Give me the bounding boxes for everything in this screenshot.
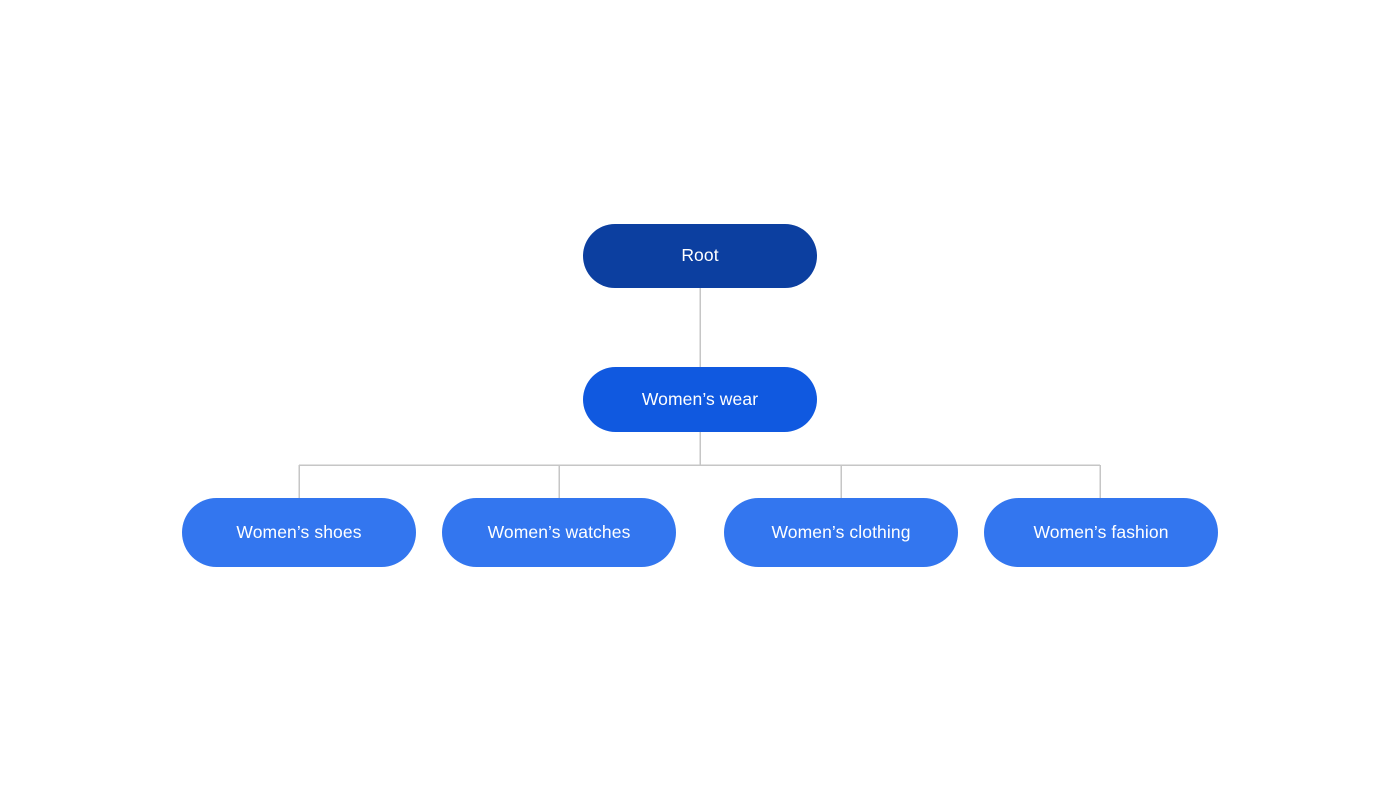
- tree-node-label: Root: [681, 245, 719, 266]
- tree-node-root[interactable]: Root: [583, 224, 817, 288]
- tree-node-womens-clothing[interactable]: Women’s clothing: [724, 498, 958, 567]
- tree-node-womens-watches[interactable]: Women’s watches: [442, 498, 676, 567]
- tree-node-womens-shoes[interactable]: Women’s shoes: [182, 498, 416, 567]
- tree-node-womens-fashion[interactable]: Women’s fashion: [984, 498, 1218, 567]
- tree-node-womens-wear[interactable]: Women’s wear: [583, 367, 817, 432]
- tree-node-label: Women’s shoes: [236, 521, 362, 542]
- tree-node-label: Women’s wear: [641, 388, 759, 409]
- tree-node-label: Women’s clothing: [771, 521, 911, 542]
- tree-node-label: Women’s fashion: [1033, 521, 1169, 542]
- tree-node-label: Women’s watches: [487, 521, 631, 542]
